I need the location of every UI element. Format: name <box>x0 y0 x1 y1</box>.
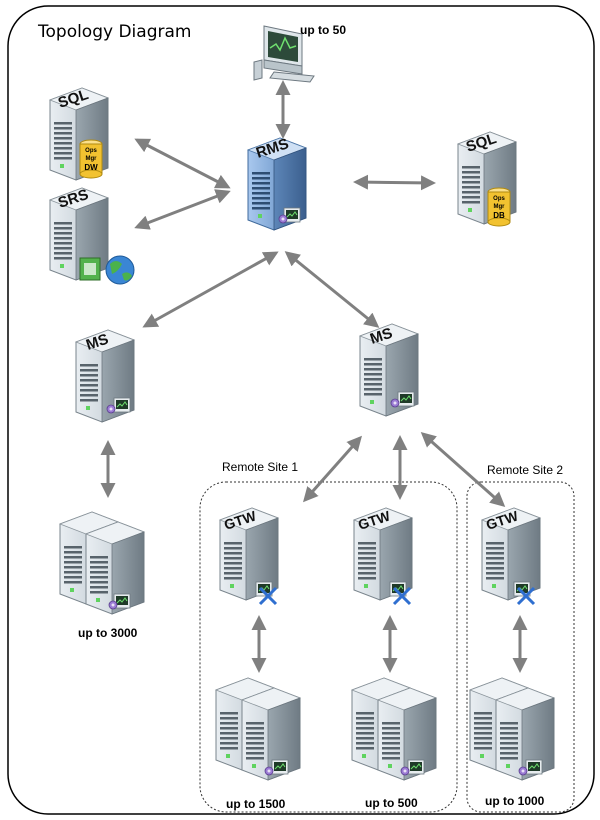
agents-3-group <box>469 677 555 781</box>
agents-1-group <box>215 677 301 781</box>
svg-text:Mgr: Mgr <box>86 156 98 162</box>
ms-right-label: MS <box>368 325 395 348</box>
console-count-label: up to 50 <box>300 23 347 37</box>
gtw-2-server: GTW <box>353 507 413 606</box>
connection-arrows <box>100 80 528 673</box>
sql-db-server: SQL Ops Mgr DB <box>457 130 517 227</box>
svg-text:Mgr: Mgr <box>494 204 506 210</box>
agents-2-count-label: up to 500 <box>365 796 418 810</box>
svg-text:DB: DB <box>493 211 505 220</box>
sql-dw-server: SQL Ops Mgr DW <box>49 86 109 181</box>
gear-icon <box>400 766 410 776</box>
agents-1-count-label: up to 1500 <box>226 797 286 811</box>
monitor-icon <box>113 397 131 413</box>
gtw-1-server: GTW <box>219 507 279 606</box>
gear-icon <box>108 600 118 610</box>
svg-text:DW: DW <box>84 163 98 172</box>
gear-icon <box>390 398 400 408</box>
gear-icon <box>106 404 116 414</box>
monitor-icon <box>407 759 425 775</box>
arrow-sqldw-rms <box>134 138 231 189</box>
agents-3-count-label: up to 1000 <box>485 794 545 808</box>
ms-left-server: MS <box>75 329 135 423</box>
arrow-ms-gtw3 <box>420 432 506 507</box>
page-title: Topology Diagram <box>38 22 192 42</box>
gtw-3-server: GTW <box>481 507 541 606</box>
monitor-icon <box>271 759 289 775</box>
globe-icon <box>105 255 135 285</box>
database-icon: Ops Mgr DW <box>79 139 103 179</box>
remote-site-2-frame <box>466 481 575 813</box>
remote-site-1-label: Remote Site 1 <box>222 460 299 474</box>
gear-icon <box>518 766 528 776</box>
arrow-ms-gtw1 <box>303 435 362 503</box>
gear-icon <box>278 214 288 224</box>
agents-2-group <box>351 677 437 781</box>
ms-right-server: MS <box>359 323 419 417</box>
remote-site-1-frame <box>199 481 458 813</box>
console-monitor-icon <box>253 25 315 83</box>
svg-text:Ops: Ops <box>85 148 97 154</box>
srs-server: SRS <box>49 186 135 285</box>
monitor-icon <box>397 391 415 407</box>
ms-left-label: MS <box>84 331 111 354</box>
remote-site-2-label: Remote Site 2 <box>487 463 564 477</box>
arrow-rms-sqldb <box>353 174 436 191</box>
arrow-rms-ms-left <box>142 251 279 328</box>
monitor-icon <box>525 759 543 775</box>
gear-icon <box>264 766 274 776</box>
database-icon: Ops Mgr DB <box>487 187 511 227</box>
agents-ms-group <box>59 511 145 615</box>
rms-server: RMS <box>247 135 307 231</box>
svg-text:Ops: Ops <box>493 196 505 202</box>
arrow-rms-ms-right <box>284 251 380 328</box>
agents-ms-count-label: up to 3000 <box>78 626 138 640</box>
arrow-srs-rms <box>134 189 231 230</box>
